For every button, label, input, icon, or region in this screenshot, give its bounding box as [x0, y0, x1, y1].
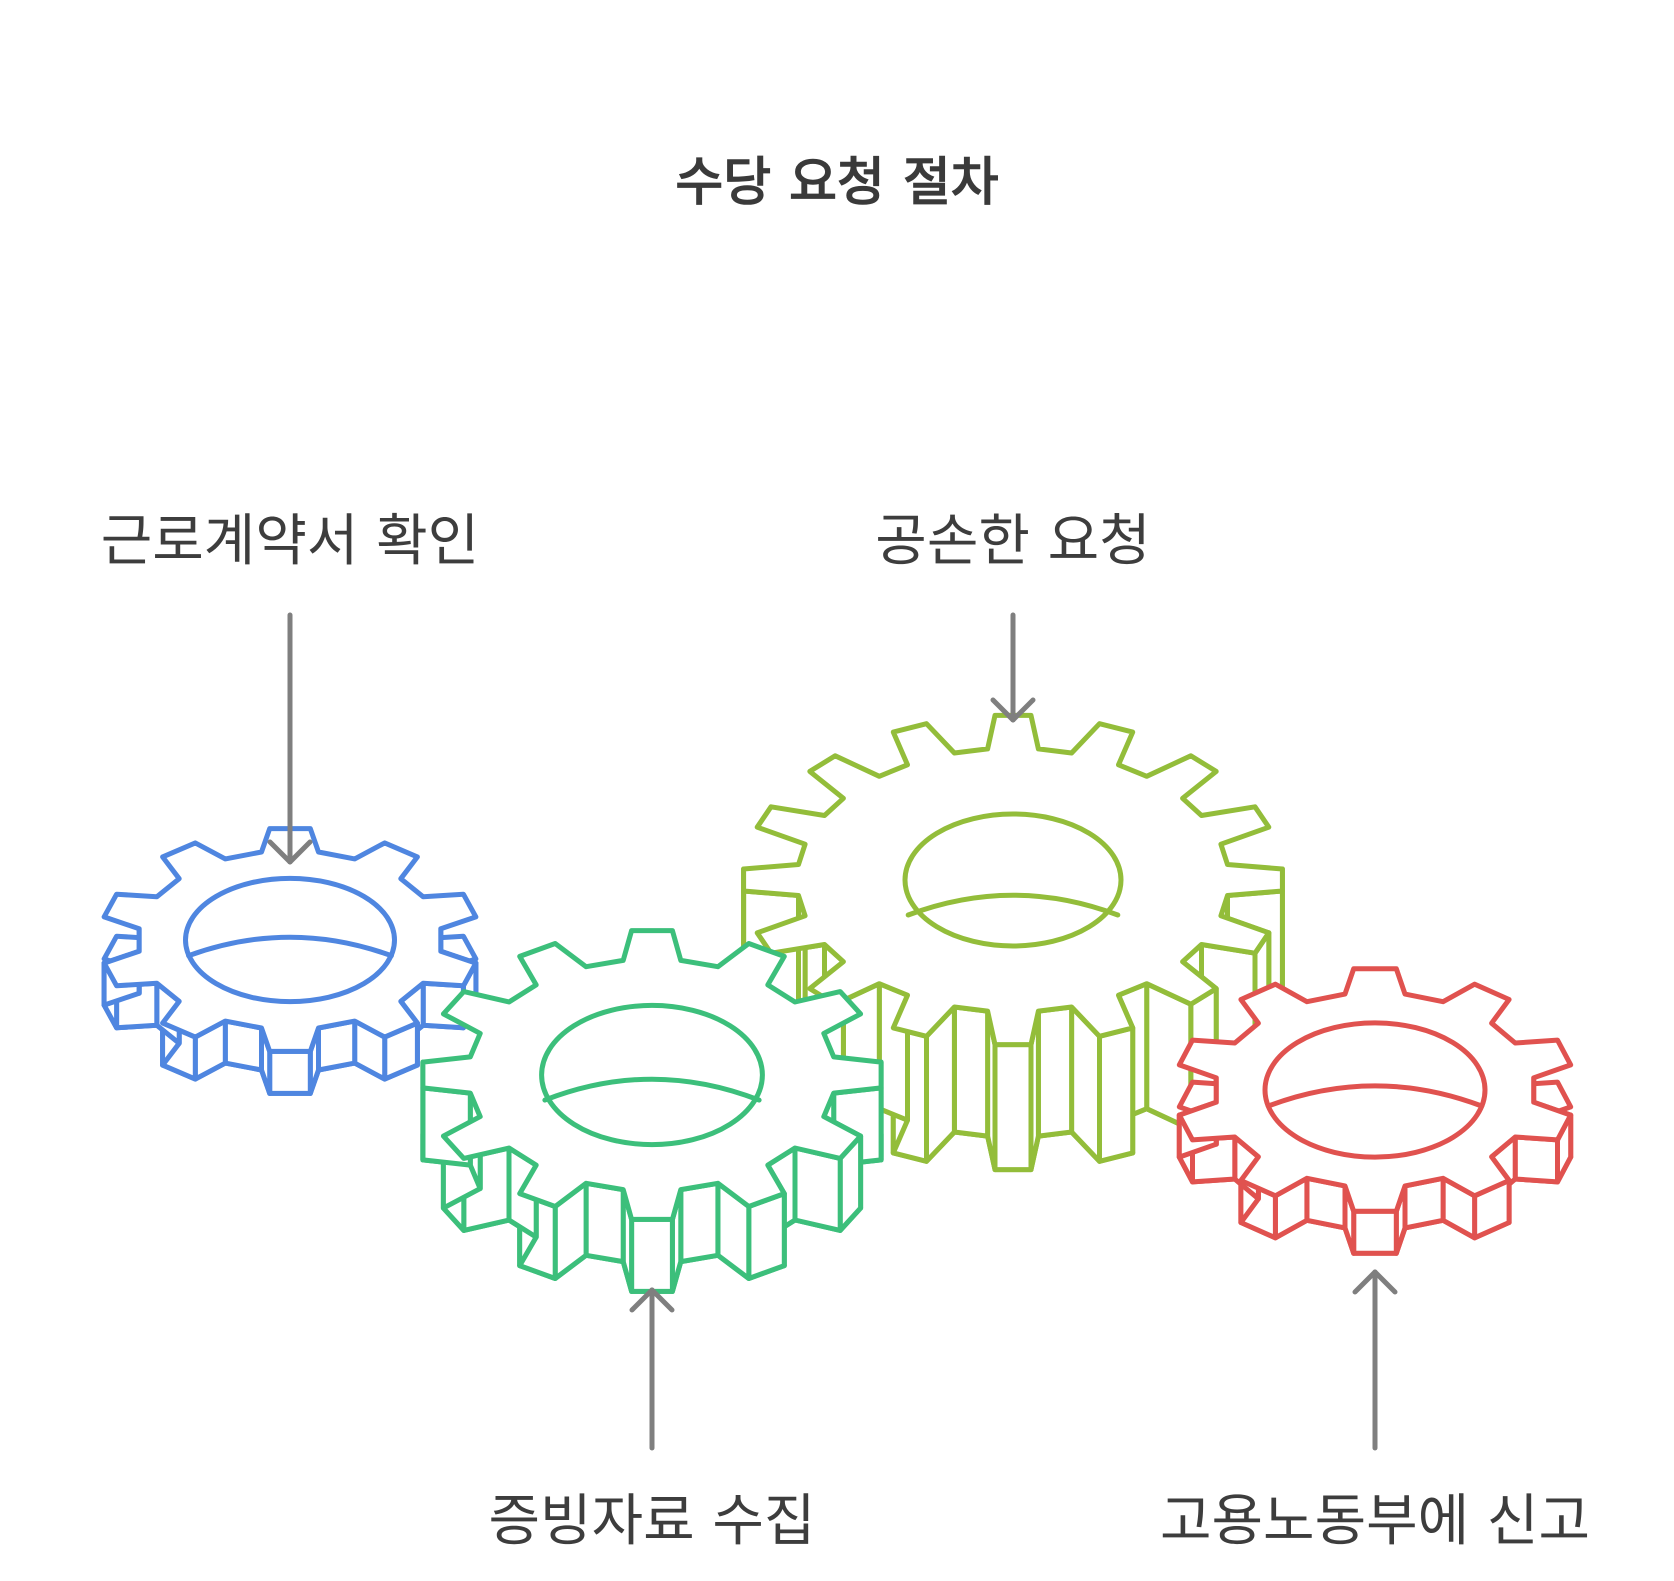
gear-top-face: [1176, 966, 1574, 1214]
gear-hole: [902, 811, 1124, 949]
step-label-1: 근로계약서 확인: [101, 509, 479, 574]
step-label-4: 고용노동부에 신고: [1160, 1489, 1590, 1554]
arrow-down-icon: [990, 612, 1036, 723]
arrow-up-icon: [1352, 1269, 1398, 1451]
gear-hole: [1262, 1020, 1488, 1160]
gear-top-face: [101, 826, 479, 1054]
gear-top-face: [420, 928, 884, 1222]
gear-icon: [1176, 966, 1574, 1256]
gear-side-walls: [420, 1059, 884, 1294]
step-label-2: 증빙자료 수집: [489, 1489, 816, 1554]
gear-icon: [420, 928, 884, 1294]
gear-icon: [101, 826, 479, 1096]
diagram-title: 수당 요청 절차: [675, 153, 998, 213]
arrow-up-icon: [629, 1287, 675, 1451]
gear-top-face: [741, 712, 1285, 1048]
gear-hole: [539, 1002, 765, 1148]
gear-hole: [183, 875, 397, 1005]
step-label-3: 공손한 요청: [875, 509, 1150, 574]
arrow-down-icon: [267, 612, 313, 865]
